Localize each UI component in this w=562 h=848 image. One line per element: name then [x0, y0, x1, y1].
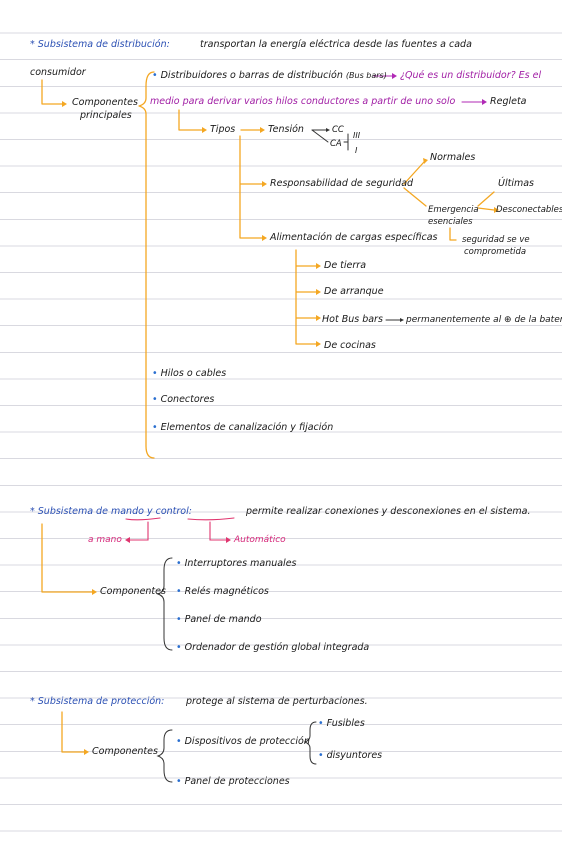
componentes-label-mando: Componentes: [100, 586, 166, 597]
item-disyuntores: •disyuntores: [318, 750, 383, 761]
desc-distribucion-1: transportan la energía eléctrica desde l…: [200, 39, 472, 50]
item-hilos: •Hilos o cables: [152, 368, 227, 379]
item-hilos-text: Hilos o cables: [160, 368, 227, 379]
arrow-a-mano: [129, 521, 149, 541]
arranque-label: De arranque: [324, 286, 384, 297]
ultimas-label: Últimas: [498, 178, 534, 189]
item-reles: •Relés magnéticos: [176, 586, 269, 597]
arrow-consumidor-componentes: [41, 79, 63, 105]
item-ordenador-text: Ordenador de gestión global integrada: [184, 642, 370, 653]
componentes-label-1: Componentes: [72, 97, 138, 108]
item-panel-mando-text: Panel de mando: [184, 614, 262, 625]
item-reles-text: Relés magnéticos: [184, 586, 269, 597]
item-conectores-text: Conectores: [160, 394, 215, 405]
heading-mando-control: * Subsistema de mando y control:: [30, 506, 192, 518]
emergencia-branches: [477, 191, 495, 211]
monofasica-label: I: [355, 146, 358, 155]
normales-label: Normales: [430, 152, 476, 163]
cocinas-label: De cocinas: [324, 340, 376, 351]
tipos-tree: [239, 135, 263, 239]
heading-y-word: y: [146, 506, 153, 517]
item-dispositivos: •Dispositivos de protección: [176, 736, 310, 747]
automatico-label: Automático: [234, 535, 286, 545]
componentes-label-2: principales: [80, 110, 132, 121]
cc-label: CC: [332, 125, 344, 135]
ul-control: [187, 517, 235, 521]
esenciales-label: esenciales: [428, 217, 473, 227]
resp-seguridad-label: Responsabilidad de seguridad: [270, 178, 414, 189]
arrow-ca: [311, 129, 329, 143]
heading-mando-word: mando: [110, 506, 144, 517]
item-panel-mando: •Panel de mando: [176, 614, 262, 625]
alimentacion-label: Alimentación de cargas específicas: [270, 232, 438, 243]
arrow-tipos: [178, 109, 203, 131]
item-panel-protecciones: •Panel de protecciones: [176, 776, 290, 787]
arrow-componentes-3: [61, 711, 85, 753]
ul-mando: [125, 517, 161, 521]
item-distribuidores-text: Distribuidores o barras de distribución: [160, 70, 343, 81]
item-dispositivos-text: Dispositivos de protección: [184, 736, 310, 747]
item-conectores: •Conectores: [152, 394, 215, 405]
item-interruptores: •Interruptores manuales: [176, 558, 297, 569]
componentes-label-proteccion: Componentes: [92, 746, 158, 757]
tierra-label: De tierra: [324, 260, 367, 271]
trifasica-label: III: [353, 131, 361, 140]
desc-mando-control: permite realizar conexiones y desconexio…: [246, 506, 531, 517]
item-ordenador: •Ordenador de gestión global integrada: [176, 642, 370, 653]
seguridad-label-2: comprometida: [464, 247, 527, 257]
item-elementos: •Elementos de canalización y fijación: [152, 422, 334, 433]
desc-distribucion-2: consumidor: [30, 67, 86, 78]
arrow-automatico: [209, 521, 227, 541]
seguridad-label-1: seguridad se ve: [462, 235, 530, 245]
item-interruptores-text: Interruptores manuales: [184, 558, 297, 569]
item-panel-protecciones-text: Panel de protecciones: [184, 776, 290, 787]
question-distribuidor: ¿Qué es un distribuidor? Es el: [400, 70, 542, 81]
definition-distribuidor: medio para derivar varios hilos conducto…: [150, 96, 456, 107]
tipos-label: Tipos: [210, 124, 236, 135]
desconectables-label: Desconectables: [496, 205, 562, 215]
brace-componentes-3: [156, 729, 173, 783]
regleta-label: Regleta: [490, 96, 527, 107]
heading-proteccion: * Subsistema de protección:: [30, 696, 165, 707]
item-distribuidores-paren: (Bus bars): [345, 71, 387, 80]
item-fusibles-text: Fusibles: [326, 718, 365, 729]
heading-distribucion: * Subsistema de distribución:: [30, 39, 170, 50]
hotbus-label: Hot Bus bars: [322, 314, 383, 325]
emergencia-label: Emergencia: [428, 205, 479, 215]
desc-proteccion: protege al sistema de perturbaciones.: [186, 696, 368, 707]
alim-tree: [295, 249, 317, 345]
item-elementos-text: Elementos de canalización y fijación: [160, 422, 334, 433]
heading-control-word: control:: [155, 506, 192, 517]
permanente-label: permanentemente al ⊕ de la batería: [406, 315, 562, 325]
item-fusibles: •Fusibles: [318, 718, 365, 729]
item-distribuidores: •Distribuidores o barras de distribución…: [152, 70, 387, 81]
emergencia-seguridad: [449, 227, 457, 241]
item-disyuntores-text: disyuntores: [326, 750, 383, 761]
ca-label: CA: [330, 139, 342, 149]
arrow-componentes-2: [41, 523, 93, 593]
brace-componentes-2: [156, 557, 173, 651]
heading-mando-prefix: * Subsistema de: [30, 506, 108, 517]
tension-label: Tensión: [268, 124, 304, 135]
a-mano-label: a mano: [88, 535, 122, 545]
